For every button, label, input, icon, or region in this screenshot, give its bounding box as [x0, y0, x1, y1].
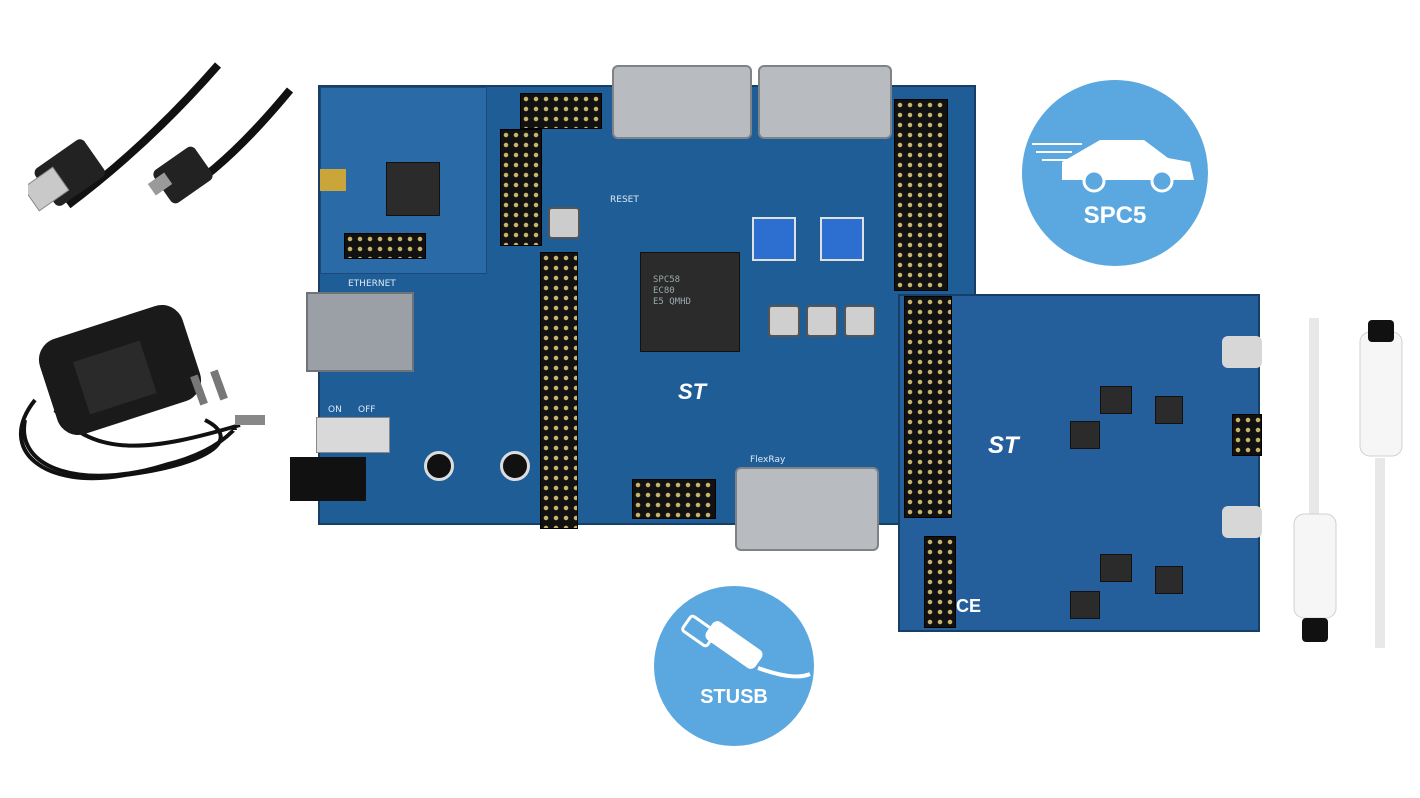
capacitor-2 — [500, 451, 530, 481]
flexray-label: FlexRay — [750, 455, 786, 465]
pin-header-right — [894, 99, 948, 291]
switch-off-label: OFF — [358, 405, 376, 415]
stusb-expansion-board: ST CE — [898, 294, 1262, 632]
power-adapter — [5, 290, 270, 500]
db9-connector-1 — [612, 65, 752, 139]
usb-c-port-2 — [1222, 506, 1262, 538]
mini-usb-port — [320, 169, 346, 191]
power-jack — [290, 457, 366, 501]
usb-plug-icon — [681, 614, 811, 679]
capacitor-1 — [424, 451, 454, 481]
expansion-pin-array — [904, 296, 952, 518]
potentiometer-1 — [752, 217, 796, 261]
ethernet-label: ETHERNET — [348, 279, 396, 289]
stusb-badge: STUSB — [654, 586, 814, 746]
pin-header-left — [500, 129, 542, 246]
power-switch — [316, 417, 390, 453]
ic-5 — [1155, 566, 1183, 594]
db9-connector-2 — [758, 65, 892, 139]
stusb-label: STUSB — [700, 686, 768, 708]
spc5-label: SPC5 — [1083, 202, 1147, 229]
expansion-pin-header-right — [1232, 414, 1262, 456]
usb-mini-cable — [22, 55, 298, 215]
ce-mark: CE — [956, 596, 982, 616]
user-button-3 — [844, 305, 876, 337]
expansion-st-logo: ST — [988, 432, 1019, 459]
expansion-pin-header-bottom — [924, 536, 956, 628]
usb-c-port-1 — [1222, 336, 1262, 368]
pin-header-bottom — [632, 479, 716, 519]
usb-cable-icon — [22, 62, 294, 212]
jtag-chip — [386, 162, 440, 216]
user-button-2 — [806, 305, 838, 337]
jtag-header — [344, 233, 426, 259]
ic-2 — [1070, 421, 1100, 449]
pin-header-top — [520, 93, 602, 129]
st-logo: ST — [678, 379, 707, 404]
usb-c-cable-icon — [1293, 318, 1403, 648]
power-adapter-icon — [19, 304, 265, 481]
car-icon — [1032, 140, 1194, 193]
switch-on-label: ON — [328, 405, 342, 415]
ethernet-jack — [306, 292, 414, 372]
reset-button — [548, 207, 580, 239]
ic-3 — [1100, 554, 1132, 582]
ic-1 — [1100, 386, 1132, 414]
ic-6 — [1155, 396, 1183, 424]
potentiometer-2 — [820, 217, 864, 261]
usb-c-cable — [1290, 318, 1420, 653]
ic-4 — [1070, 591, 1100, 619]
user-button-1 — [768, 305, 800, 337]
spc5-badge: SPC5 — [1022, 80, 1208, 266]
pin-header-center — [540, 252, 578, 529]
reset-label: RESET — [610, 195, 639, 205]
flexray-connector — [735, 467, 879, 551]
